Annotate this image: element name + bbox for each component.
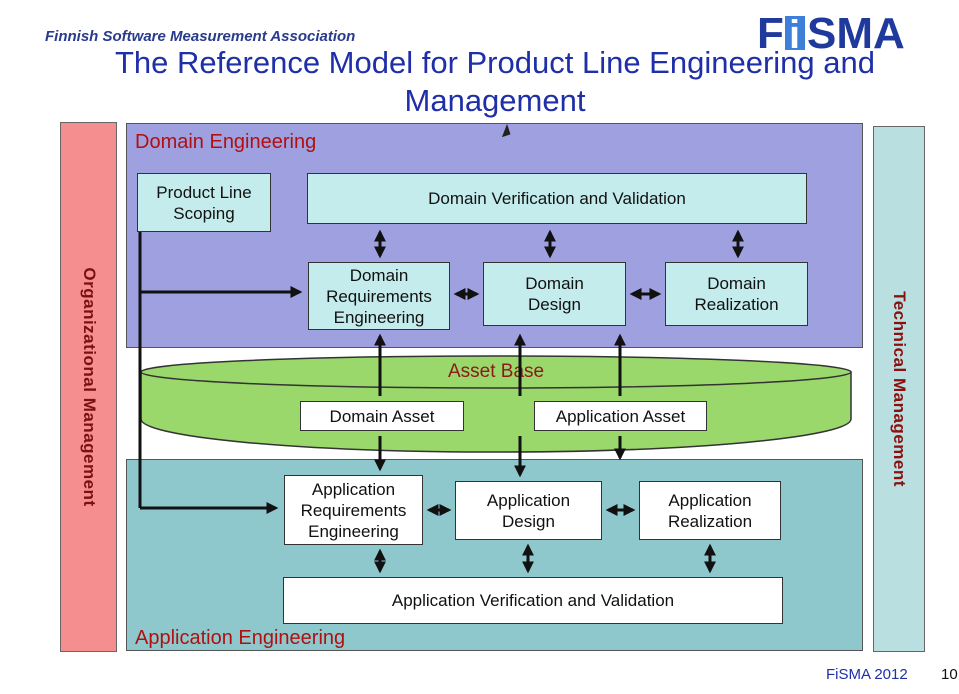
- domain-realization-box: Domain Realization: [665, 262, 808, 326]
- application-realization-box: Application Realization: [639, 481, 781, 540]
- logo-text-sma: SMA: [807, 9, 905, 54]
- org-name: Finnish Software Measurement Association: [45, 28, 356, 45]
- footer-source: FiSMA 2012: [826, 666, 908, 683]
- application-engineering-label: Application Engineering: [135, 627, 346, 649]
- logo-text-f: F: [757, 9, 784, 54]
- organizational-management-bar: Organizational Management: [60, 122, 117, 652]
- application-design-box: Application Design: [455, 481, 602, 540]
- domain-design-box: Domain Design: [483, 262, 626, 326]
- asset-base-cylinder: [140, 355, 852, 453]
- page-title: The Reference Model for Product Line Eng…: [115, 45, 875, 118]
- page-number: 10: [941, 666, 958, 683]
- domain-verification-box: Domain Verification and Validation: [307, 173, 807, 224]
- domain-requirements-box: Domain Requirements Engineering: [308, 262, 450, 330]
- application-requirements-box: Application Requirements Engineering: [284, 475, 423, 545]
- domain-asset-box: Domain Asset: [300, 401, 464, 431]
- domain-engineering-label: Domain Engineering: [135, 131, 317, 153]
- technical-management-bar: Technical Management: [873, 126, 925, 652]
- application-verification-box: Application Verification and Validation: [283, 577, 783, 624]
- fisma-logo: F i SMA: [757, 9, 905, 54]
- product-line-scoping-box: Product Line Scoping: [137, 173, 271, 232]
- application-asset-box: Application Asset: [534, 401, 707, 431]
- logo-text-i: i: [789, 13, 800, 54]
